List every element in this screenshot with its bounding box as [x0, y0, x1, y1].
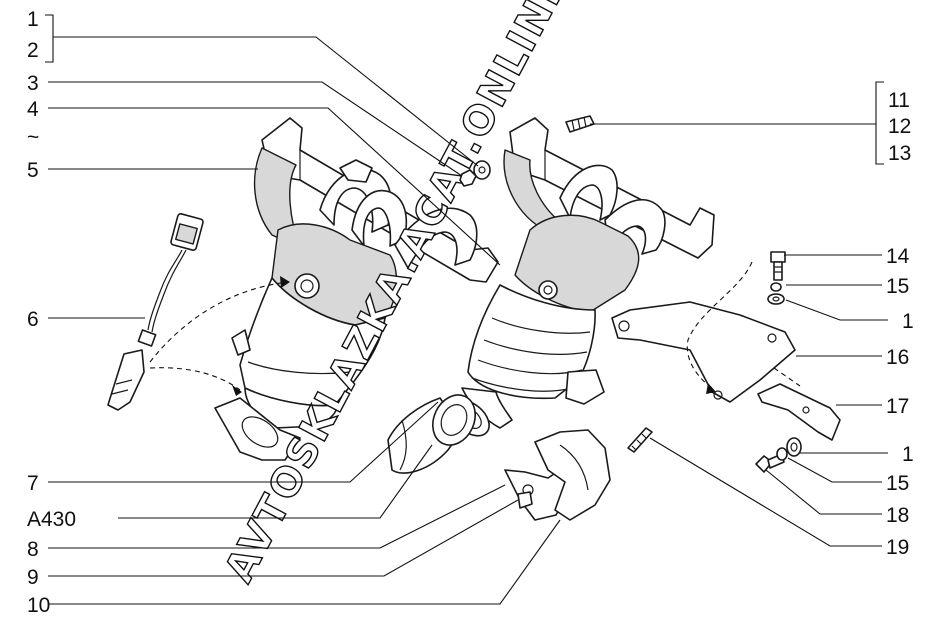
callout-7: 7: [27, 472, 39, 495]
support-bracket-16: [611, 261, 796, 403]
callout-12: 12: [888, 115, 911, 138]
labels-left: 1 2 3 4 ~ 5 6 7 A430 8 9 10: [27, 8, 76, 617]
left-manifold-assembly: [149, 117, 499, 461]
callout-15-top: 15: [886, 275, 909, 298]
callout-13: 13: [888, 142, 911, 165]
leader-lines: [45, 14, 888, 605]
right-manifold-assembly: [450, 115, 715, 437]
clamp-17: [757, 367, 841, 441]
callout-6: 6: [27, 308, 39, 331]
stud-19: [627, 427, 653, 453]
callout-4: 4: [27, 98, 39, 121]
callout-18: 18: [886, 504, 909, 527]
callout-2: 2: [27, 39, 39, 62]
callout-tilde: ~: [27, 126, 39, 149]
bracket-assembly: [504, 429, 611, 521]
callout-17: 17: [886, 395, 909, 418]
callout-5: 5: [27, 159, 39, 182]
callout-9: 9: [27, 566, 39, 589]
callout-10: 10: [27, 594, 50, 617]
callout-19: 19: [886, 536, 909, 559]
callout-a430: A430: [27, 508, 76, 531]
callout-1: 1: [27, 8, 39, 31]
callout-15-bottom: 15: [886, 472, 909, 495]
nut-washer-3: [459, 160, 491, 187]
bolt-18-and-washers: [755, 437, 802, 473]
callout-1-right-bottom: 1: [902, 443, 914, 466]
labels-right: 11 12 13 14 15 1 16 17 1 15 18 19: [886, 89, 914, 559]
callout-8: 8: [27, 538, 39, 561]
callout-1-right-top: 1: [902, 310, 914, 333]
callout-3: 3: [27, 72, 39, 95]
callout-16: 16: [886, 346, 909, 369]
downpipe-a430: [387, 394, 476, 474]
callout-14: 14: [886, 245, 910, 268]
bolt-14: [770, 251, 786, 281]
callout-11: 11: [888, 89, 910, 112]
washers-15-1-top: [767, 282, 785, 305]
oxygen-sensor: [107, 213, 204, 411]
